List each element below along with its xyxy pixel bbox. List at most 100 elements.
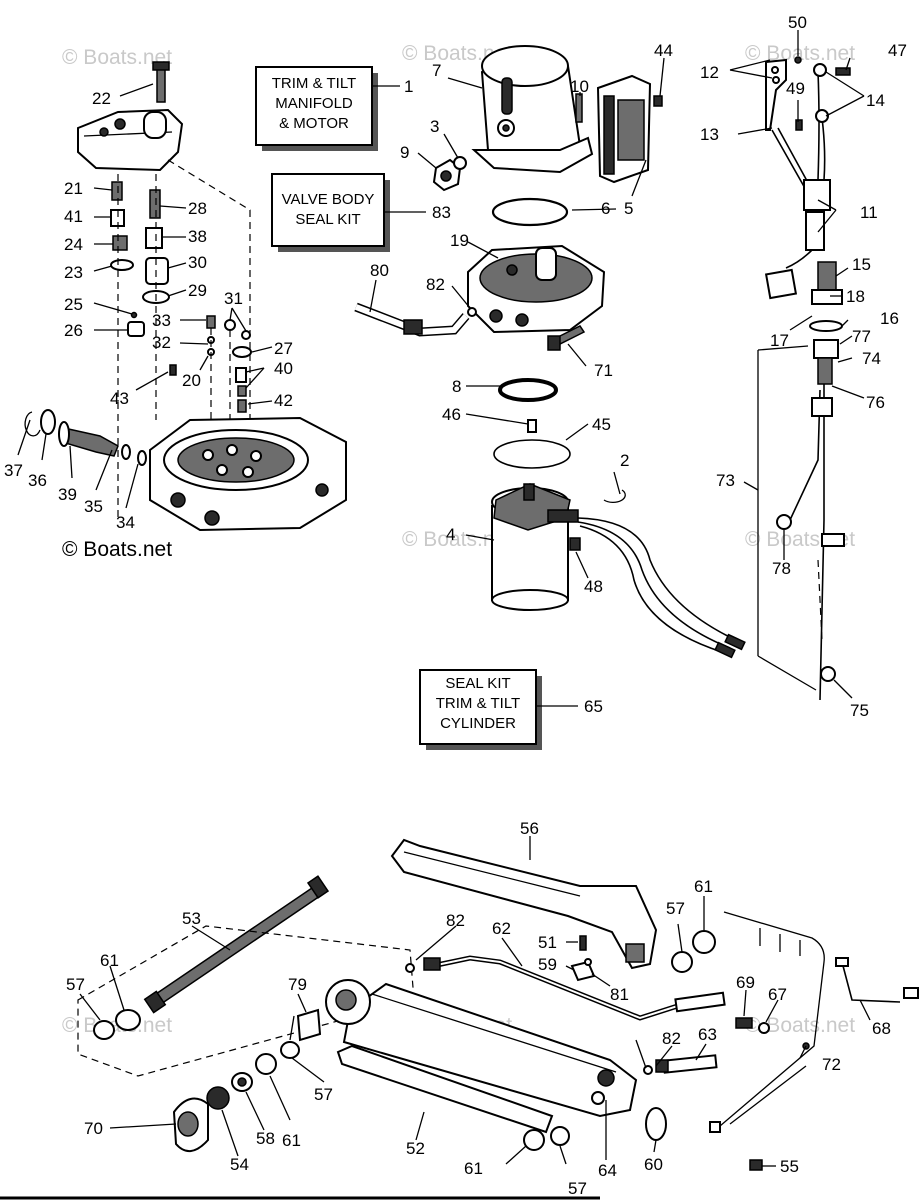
callout-35: 35 xyxy=(84,497,103,516)
callout-23: 23 xyxy=(64,263,83,282)
callout-59: 59 xyxy=(538,955,557,974)
callout-1: 1 xyxy=(404,77,413,96)
callout-30: 30 xyxy=(188,253,207,272)
callout-82b: 82 xyxy=(446,911,465,930)
watermark: © Boats.net xyxy=(402,528,512,551)
callout-63: 63 xyxy=(698,1025,717,1044)
kit-box-83: VALVE BODY SEAL KIT xyxy=(271,173,426,252)
callout-9: 9 xyxy=(400,143,409,162)
callout-49: 49 xyxy=(786,79,805,98)
callout-76: 76 xyxy=(866,393,885,412)
callout-80: 80 xyxy=(370,261,389,280)
kit-box-1: TRIM & TILT MANIFOLD & MOTOR xyxy=(255,66,400,151)
callout-57c: 57 xyxy=(314,1085,333,1104)
callout-75: 75 xyxy=(850,701,869,720)
watermarks: © Boats.net © Boats.net © Boats.net © Bo… xyxy=(62,42,855,1037)
callout-56: 56 xyxy=(520,819,539,838)
callout-numbers: 1 2 3 4 5 6 7 8 9 10 11 12 13 14 15 16 1… xyxy=(4,13,907,1198)
callout-19: 19 xyxy=(450,231,469,250)
callout-53: 53 xyxy=(182,909,201,928)
callout-10: 10 xyxy=(570,77,589,96)
callout-74: 74 xyxy=(862,349,881,368)
callout-62: 62 xyxy=(492,919,511,938)
callout-11: 11 xyxy=(860,203,878,222)
callout-77: 77 xyxy=(852,327,871,346)
callout-61c: 61 xyxy=(282,1131,301,1150)
kit-text: TRIM & TILT xyxy=(272,75,356,92)
callout-61b: 61 xyxy=(100,951,119,970)
callout-21: 21 xyxy=(64,179,83,198)
trim-tilt-motor-assembly xyxy=(354,45,746,659)
kit-text: TRIM & TILT xyxy=(436,695,520,712)
callout-43: 43 xyxy=(110,389,129,408)
callout-27: 27 xyxy=(274,339,293,358)
callout-3: 3 xyxy=(430,117,439,136)
callout-83: 83 xyxy=(432,203,451,222)
callout-71: 71 xyxy=(594,361,613,380)
watermark-dark: © Boats.net xyxy=(62,538,172,561)
callout-82: 82 xyxy=(426,275,445,294)
callout-78: 78 xyxy=(772,559,791,578)
callout-39: 39 xyxy=(58,485,77,504)
callout-36: 36 xyxy=(28,471,47,490)
kit-text: & MOTOR xyxy=(279,115,349,132)
callout-61d: 61 xyxy=(464,1159,483,1178)
callout-48: 48 xyxy=(584,577,603,596)
callout-32: 32 xyxy=(152,333,171,352)
callout-26: 26 xyxy=(64,321,83,340)
callout-73: 73 xyxy=(716,471,735,490)
leader-lines xyxy=(17,30,871,1167)
callout-22: 22 xyxy=(92,89,111,108)
callout-20: 20 xyxy=(182,371,201,390)
callout-12: 12 xyxy=(700,63,719,82)
callout-5: 5 xyxy=(624,199,633,218)
callout-38: 38 xyxy=(188,227,207,246)
callout-69: 69 xyxy=(736,973,755,992)
callout-42: 42 xyxy=(274,391,293,410)
callout-55: 55 xyxy=(780,1157,799,1176)
callout-47: 47 xyxy=(888,41,907,60)
callout-33: 33 xyxy=(152,311,171,330)
kit-text: MANIFOLD xyxy=(275,95,353,112)
callout-81: 81 xyxy=(610,985,629,1004)
callout-54: 54 xyxy=(230,1155,249,1174)
callout-44: 44 xyxy=(654,41,673,60)
callout-60: 60 xyxy=(644,1155,663,1174)
callout-58: 58 xyxy=(256,1129,275,1148)
callout-2: 2 xyxy=(620,451,629,470)
callout-50: 50 xyxy=(788,13,807,32)
callout-7: 7 xyxy=(432,61,441,80)
callout-24: 24 xyxy=(64,235,83,254)
kit-text: CYLINDER xyxy=(440,715,516,732)
callout-72: 72 xyxy=(822,1055,841,1074)
callout-52: 52 xyxy=(406,1139,425,1158)
callout-31: 31 xyxy=(224,289,243,308)
valve-body-assembly xyxy=(24,61,347,532)
callout-46: 46 xyxy=(442,405,461,424)
callout-28: 28 xyxy=(188,199,207,218)
callout-45: 45 xyxy=(592,415,611,434)
kit-text: SEAL KIT xyxy=(445,675,510,692)
watermark: © Boats.net xyxy=(745,42,855,65)
wiring-harness xyxy=(757,56,851,701)
callout-8: 8 xyxy=(452,377,461,396)
callout-29: 29 xyxy=(188,281,207,300)
callout-82c: 82 xyxy=(662,1029,681,1048)
callout-18: 18 xyxy=(846,287,865,306)
callout-41: 41 xyxy=(64,207,83,226)
callout-51: 51 xyxy=(538,933,557,952)
watermark: © Boats.net xyxy=(745,1014,855,1037)
callout-70: 70 xyxy=(84,1119,103,1138)
kit-box-65: SEAL KIT TRIM & TILT CYLINDER xyxy=(419,669,578,750)
callout-40: 40 xyxy=(274,359,293,378)
callout-57b: 57 xyxy=(66,975,85,994)
callout-61: 61 xyxy=(694,877,713,896)
callout-34: 34 xyxy=(116,513,135,532)
callout-15: 15 xyxy=(852,255,871,274)
callout-25: 25 xyxy=(64,295,83,314)
callout-57: 57 xyxy=(666,899,685,918)
callout-14: 14 xyxy=(866,91,885,110)
callout-37: 37 xyxy=(4,461,23,480)
callout-79: 79 xyxy=(288,975,307,994)
